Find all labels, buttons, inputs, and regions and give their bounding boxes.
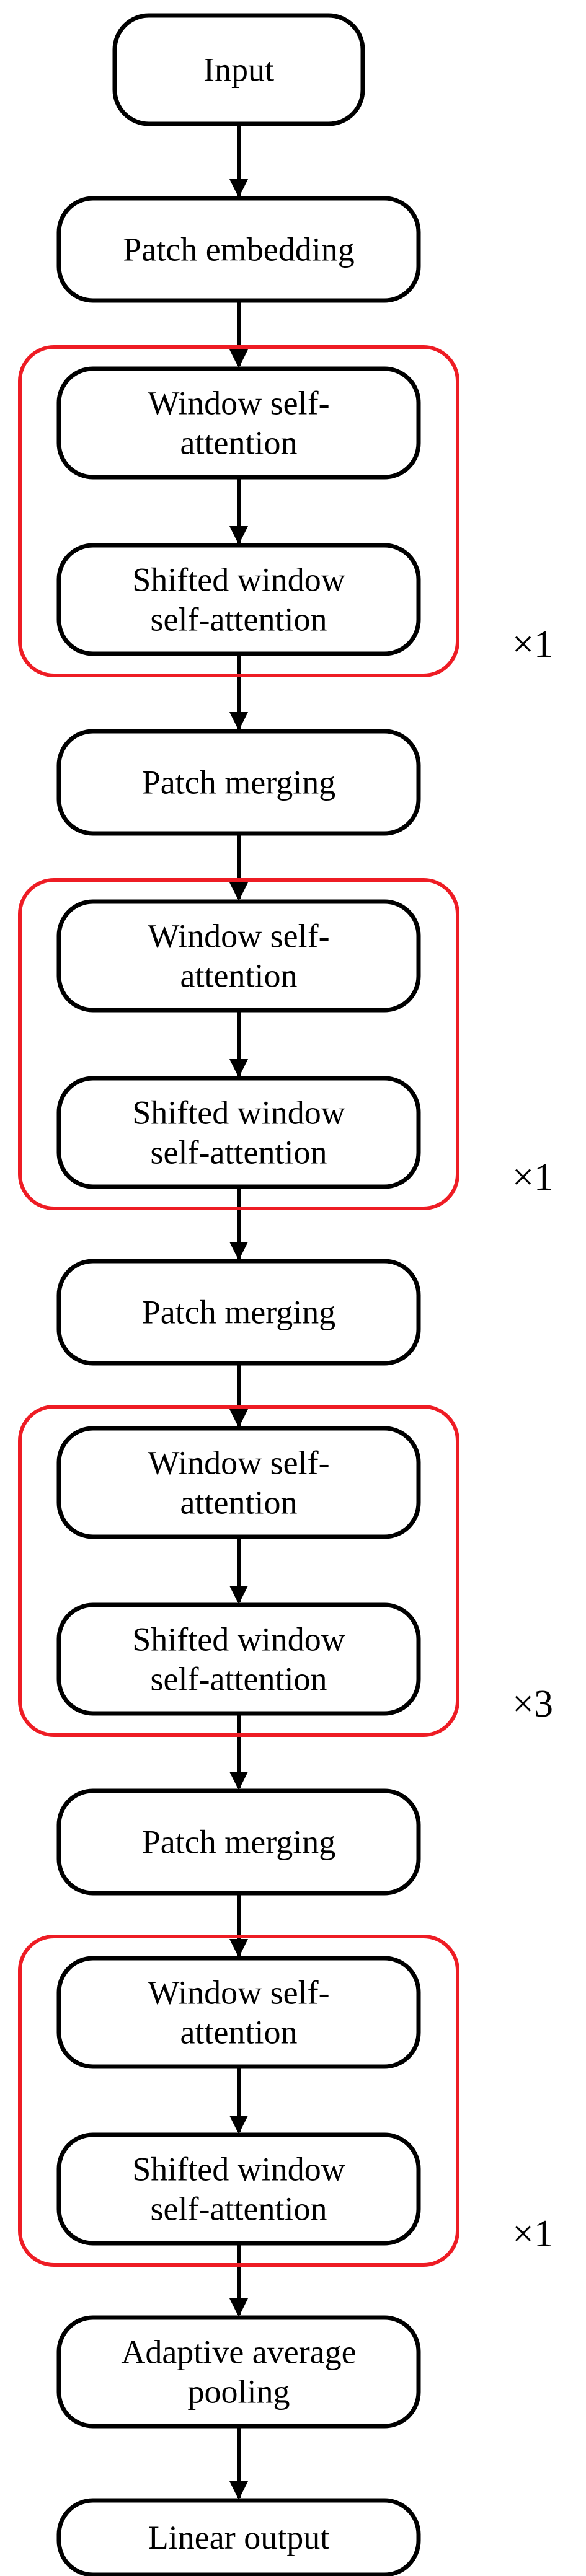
stage3-group: ×3 <box>18 1405 553 1737</box>
stage1-swsa-box <box>56 543 421 656</box>
output-node: Linear output <box>56 2498 421 2576</box>
stage1-wsa-box <box>56 366 421 480</box>
merge2-box <box>56 1259 421 1366</box>
stage3-swsa-label-1: Shifted window <box>132 1621 345 1658</box>
stage1-group: ×1 <box>18 345 553 677</box>
stage2-group: ×1 <box>18 878 553 1210</box>
output-box <box>56 2498 421 2576</box>
stage3-swsa-box <box>56 1602 421 1716</box>
stage1-wsa-node: Window self-attention <box>56 366 421 480</box>
pooling-label-1: Adaptive average <box>121 2334 356 2371</box>
stage1-repeat-label: ×1 <box>512 623 553 666</box>
stage4-swsa-box <box>56 2132 421 2246</box>
merge1-node: Patch merging <box>56 729 421 836</box>
stage4-group: ×1 <box>18 1935 553 2267</box>
pooling-label-2: pooling <box>187 2373 290 2411</box>
stage2-swsa-box <box>56 1076 421 1189</box>
input-node: Input <box>112 13 365 126</box>
stage1-swsa-label-2: self-attention <box>151 601 327 638</box>
stage4-wsa-box <box>56 1956 421 2069</box>
stage1-wsa-label-2: attention <box>180 424 298 462</box>
merge2-node: Patch merging <box>56 1259 421 1366</box>
stage2-repeat-label: ×1 <box>512 1156 553 1198</box>
pooling-box <box>56 2315 421 2429</box>
merge1-label-1: Patch merging <box>142 764 335 801</box>
merge3-node: Patch merging <box>56 1788 421 1896</box>
input-box <box>112 13 365 126</box>
stage4-swsa-label-2: self-attention <box>151 2191 327 2228</box>
merge1-box <box>56 729 421 836</box>
merge3-box <box>56 1788 421 1896</box>
stage4-wsa-label-1: Window self- <box>148 1974 329 2011</box>
patch-embedding-label-1: Patch embedding <box>123 231 354 268</box>
merge2-label-1: Patch merging <box>142 1294 335 1331</box>
stage4-swsa-label-1: Shifted window <box>132 2151 345 2188</box>
stage3-repeat-label: ×3 <box>512 1683 553 1725</box>
input-label-1: Input <box>203 51 274 89</box>
stage2-swsa-label-1: Shifted window <box>132 1094 345 1132</box>
stage3-wsa-box <box>56 1426 421 1539</box>
merge3-label-1: Patch merging <box>142 1824 335 1861</box>
stage3-frame <box>18 1405 459 1737</box>
patch-embedding-box <box>56 196 421 303</box>
stage4-wsa-node: Window self-attention <box>56 1956 421 2069</box>
stage2-wsa-node: Window self-attention <box>56 899 421 1013</box>
stage1-wsa-label-1: Window self- <box>148 385 329 422</box>
output-label-1: Linear output <box>148 2519 329 2556</box>
stage2-wsa-label-1: Window self- <box>148 918 329 955</box>
stage3-wsa-label-1: Window self- <box>148 1444 329 1482</box>
stage3-swsa-label-2: self-attention <box>151 1661 327 1698</box>
stage1-frame <box>18 345 459 677</box>
stage2-swsa-label-2: self-attention <box>151 1134 327 1171</box>
stage4-repeat-label: ×1 <box>512 2213 553 2255</box>
stage2-frame <box>18 878 459 1210</box>
stage2-wsa-box <box>56 899 421 1013</box>
stage4-frame <box>18 1935 459 2267</box>
stage1-swsa-label-1: Shifted window <box>132 561 345 599</box>
stage3-wsa-label-2: attention <box>180 1484 298 1521</box>
stage4-wsa-label-2: attention <box>180 2014 298 2051</box>
patch-embedding-node: Patch embedding <box>56 196 421 303</box>
stage3-wsa-node: Window self-attention <box>56 1426 421 1539</box>
stage2-wsa-label-2: attention <box>180 957 298 995</box>
